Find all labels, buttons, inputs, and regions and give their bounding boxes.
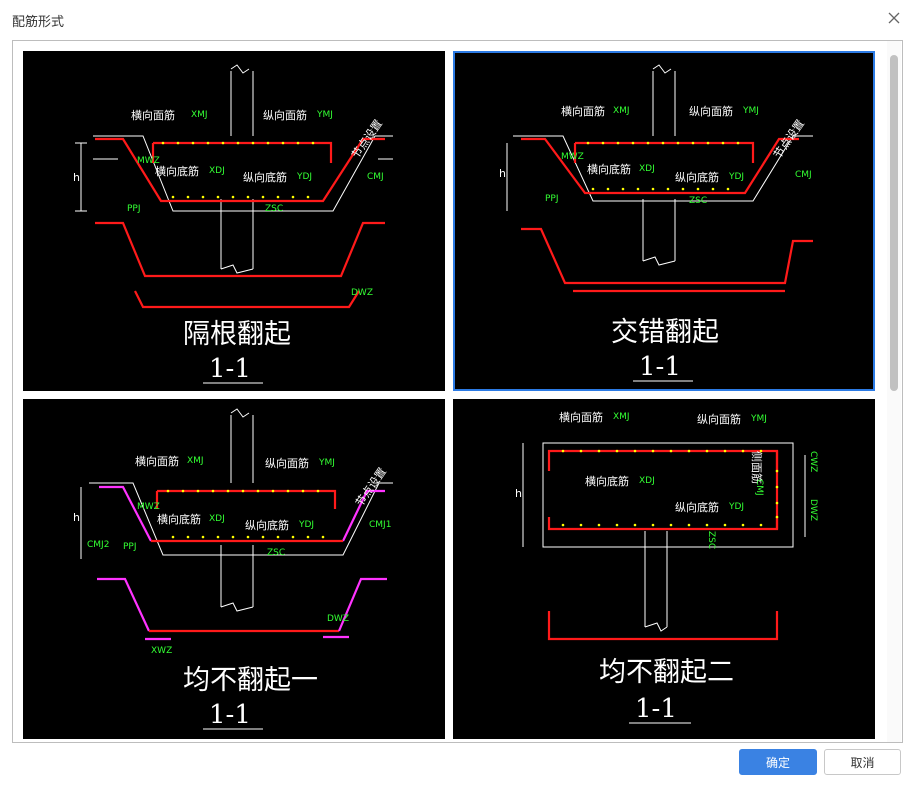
section-4: 1-1 (635, 694, 677, 724)
label-ymj: YMJ (318, 458, 335, 468)
label-bottom-longitudinal: 纵向底筋 (243, 170, 287, 184)
label-h: h (73, 171, 80, 184)
title-bar: 配筋形式 (0, 0, 913, 38)
label-dwz: DWZ (808, 499, 818, 521)
label-bottom-transverse: 横向底筋 (585, 474, 629, 488)
option-card-2[interactable]: 横向面筋 XMJ 纵向面筋 YMJ 横向底筋 XDJ 纵向底筋 YDJ CMJ … (453, 51, 875, 391)
label-xdj: XDJ (639, 476, 655, 486)
label-top-longitudinal: 纵向面筋 (265, 456, 309, 470)
dialog-title: 配筋形式 (12, 15, 65, 30)
vertical-scrollbar[interactable] (887, 41, 901, 742)
label-cmj: CMJ (795, 170, 812, 180)
label-ppj: PPJ (545, 194, 559, 204)
label-ydj: YDJ (298, 520, 314, 530)
label-ydj: YDJ (728, 172, 744, 182)
label-mwz: MWZ (561, 152, 584, 162)
label-bottom-longitudinal: 纵向底筋 (675, 170, 719, 184)
label-ydj: YDJ (296, 172, 312, 182)
scrollbar-thumb[interactable] (890, 55, 898, 391)
label-bottom-transverse: 横向底筋 (157, 512, 201, 526)
section-1: 1-1 (209, 354, 251, 384)
label-xwz: XWZ (151, 646, 172, 656)
label-ydj: YDJ (728, 502, 744, 512)
label-dwz: DWZ (351, 288, 373, 298)
label-mwz: MWZ (137, 502, 160, 512)
label-h: h (499, 167, 506, 180)
label-top-transverse: 横向面筋 (559, 410, 603, 424)
option-card-1[interactable]: 横向面筋 XMJ 纵向面筋 YMJ 横向底筋 XDJ 纵向底筋 YDJ CMJ … (23, 51, 445, 391)
label-ymj: YMJ (742, 106, 759, 116)
caption-2: 交错翻起 (611, 317, 719, 348)
label-bottom-transverse: 横向底筋 (155, 164, 199, 178)
label-h: h (515, 487, 522, 500)
label-xdj: XDJ (639, 164, 655, 174)
label-side-bar: 侧面筋 (750, 451, 764, 484)
label-zsc: ZSC (267, 548, 285, 558)
diagram-4: 横向面筋 XMJ 纵向面筋 YMJ 横向底筋 XDJ 纵向底筋 YDJ 侧面筋 … (515, 410, 818, 724)
label-cmj-vertical: CMJ (754, 479, 764, 496)
label-dwz: DWZ (327, 614, 349, 624)
diagram-3: 横向面筋 XMJ 纵向面筋 YMJ 横向底筋 XDJ 纵向底筋 YDJ CMJ1… (73, 408, 393, 730)
label-ppj: PPJ (123, 542, 137, 552)
label-top-transverse: 横向面筋 (561, 104, 605, 118)
label-bottom-transverse: 横向底筋 (587, 162, 631, 176)
caption-4: 均不翻起二 (599, 657, 734, 688)
label-zsc: ZSC (265, 204, 283, 214)
cancel-button[interactable]: 取消 (824, 749, 901, 775)
label-top-transverse: 横向面筋 (135, 454, 179, 468)
options-panel: 横向面筋 XMJ 纵向面筋 YMJ 横向底筋 XDJ 纵向底筋 YDJ CMJ … (12, 40, 903, 743)
caption-3: 均不翻起一 (183, 665, 318, 696)
label-xmj: XMJ (613, 106, 630, 116)
label-xdj: XDJ (209, 166, 225, 176)
label-h: h (73, 511, 80, 524)
caption-1: 隔根翻起 (183, 319, 291, 350)
label-ymj: YMJ (750, 414, 767, 424)
label-ymj: YMJ (316, 110, 333, 120)
label-zsc: ZSC (689, 196, 707, 206)
label-top-longitudinal: 纵向面筋 (697, 412, 741, 426)
option-card-4[interactable]: 横向面筋 XMJ 纵向面筋 YMJ 横向底筋 XDJ 纵向底筋 YDJ 侧面筋 … (453, 399, 875, 739)
label-zsc: ZSC (706, 531, 716, 549)
close-icon[interactable] (884, 8, 904, 28)
diagram-1: 横向面筋 XMJ 纵向面筋 YMJ 横向底筋 XDJ 纵向底筋 YDJ CMJ … (73, 64, 393, 384)
label-node-setting: 节点设置 (353, 465, 389, 508)
label-node-setting: 节点设置 (771, 117, 807, 160)
label-top-longitudinal: 纵向面筋 (263, 108, 307, 122)
label-xmj: XMJ (187, 456, 204, 466)
label-xmj: XMJ (613, 412, 630, 422)
label-top-longitudinal: 纵向面筋 (689, 104, 733, 118)
label-xmj: XMJ (191, 110, 208, 120)
section-3: 1-1 (209, 700, 251, 730)
label-ppj: PPJ (127, 204, 141, 214)
label-bottom-longitudinal: 纵向底筋 (245, 518, 289, 532)
diagram-2: 横向面筋 XMJ 纵向面筋 YMJ 横向底筋 XDJ 纵向底筋 YDJ CMJ … (499, 64, 813, 382)
option-card-3[interactable]: 横向面筋 XMJ 纵向面筋 YMJ 横向底筋 XDJ 纵向底筋 YDJ CMJ1… (23, 399, 445, 739)
label-bottom-longitudinal: 纵向底筋 (675, 500, 719, 514)
label-cwz: CWZ (808, 451, 818, 472)
label-mwz: MWZ (137, 156, 160, 166)
label-cmj: CMJ (367, 172, 384, 182)
label-cmj2: CMJ2 (87, 540, 109, 550)
section-2: 1-1 (639, 352, 681, 382)
label-top-transverse: 横向面筋 (131, 108, 175, 122)
label-cmj1: CMJ1 (369, 520, 391, 530)
ok-button[interactable]: 确定 (739, 749, 817, 775)
label-xdj: XDJ (209, 514, 225, 524)
